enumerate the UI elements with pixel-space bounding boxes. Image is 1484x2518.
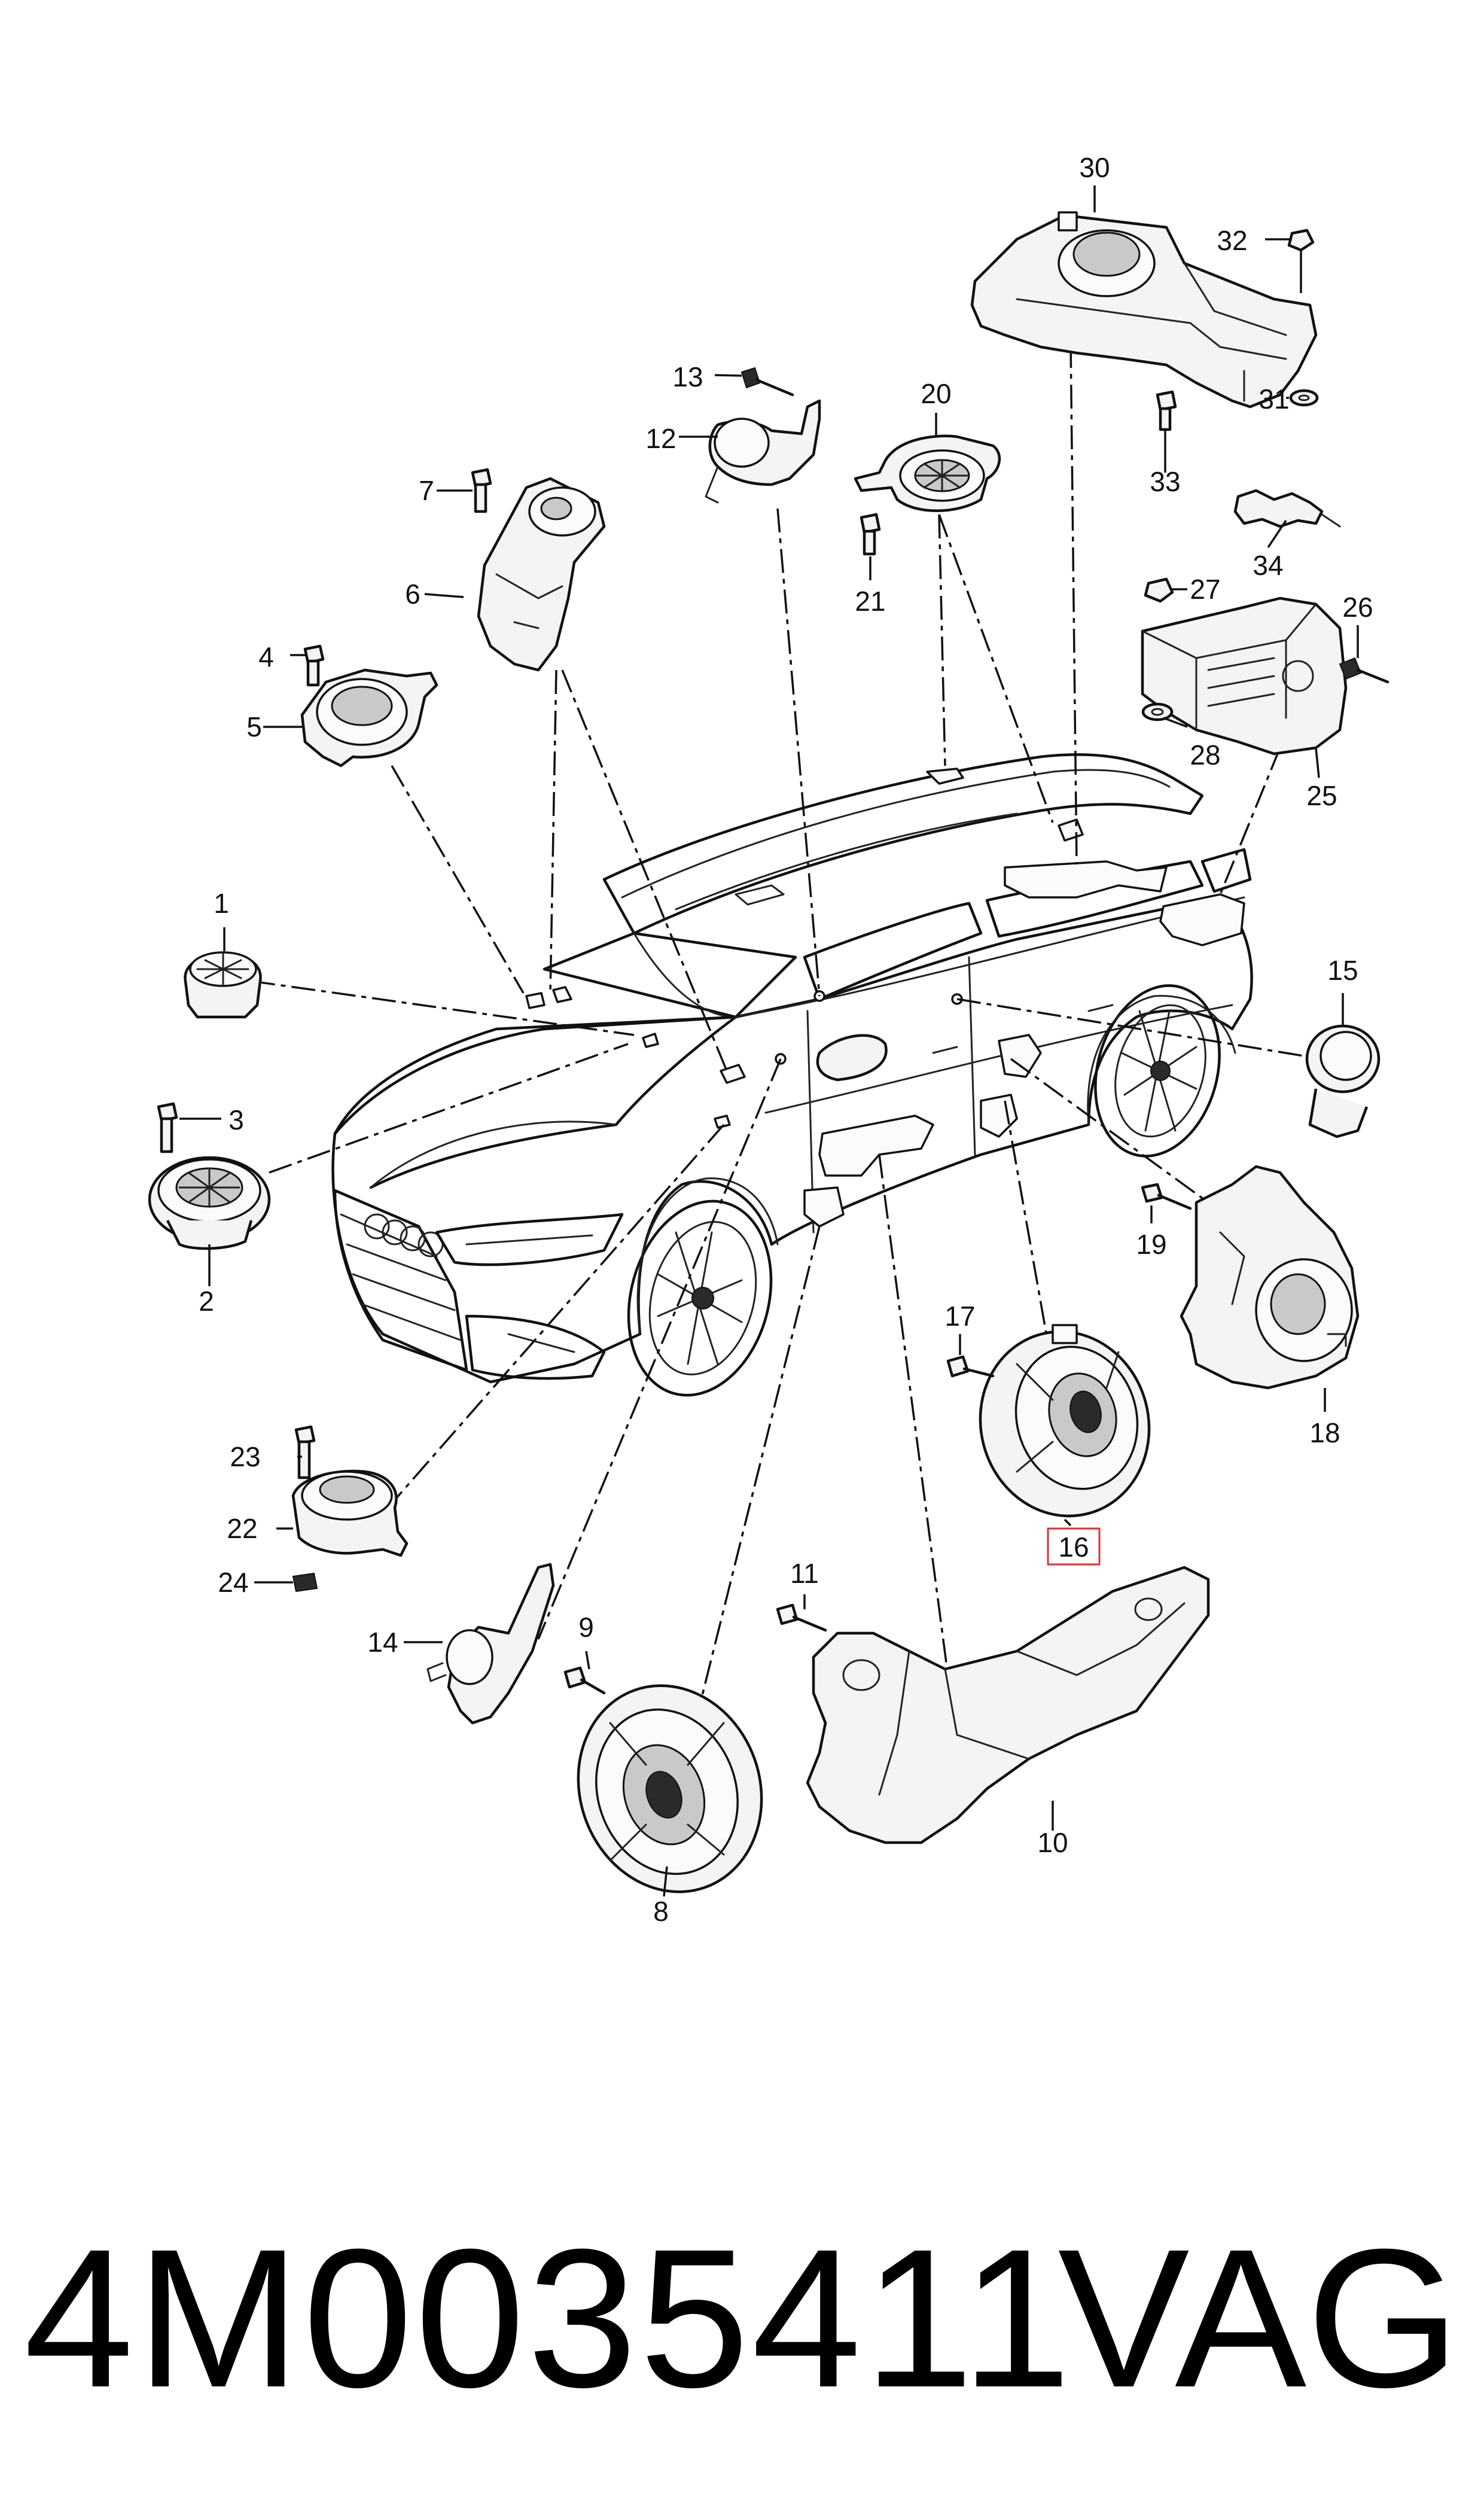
part-2-speaker [148,1156,271,1250]
callout-28: 28 [1190,739,1220,771]
front-wheel [627,1199,773,1397]
callout-17: 17 [944,1301,975,1332]
rear-wheel [1094,984,1221,1158]
callout-14: 14 [367,1627,398,1658]
callout-31: 31 [1258,383,1289,415]
callout-18: 18 [1309,1417,1340,1448]
part-6-speaker-housing [477,477,606,672]
callout-32: 32 [1217,225,1247,256]
brand-label: VAG [1058,2208,1460,2428]
part-3-bolt [157,1102,178,1153]
part-18-door-speaker-housing [1180,1165,1360,1390]
callout-1: 1 [214,888,229,919]
part-33-bolt [1156,390,1177,431]
part-9-bolt [563,1666,606,1695]
part-7-bolt [471,468,492,513]
part-10-door-speaker-housing [806,1566,1210,1844]
callout-34: 34 [1253,550,1283,581]
callout-20: 20 [921,378,951,409]
callout-leaders [179,185,1359,1897]
part-34-clip-strip [1233,489,1341,528]
part-27-nut [1144,577,1174,603]
part-17-bolt [946,1355,995,1378]
part-12-tweeter [705,399,821,504]
part-16-door-woofer [979,1324,1151,1518]
callout-6: 6 [405,578,420,610]
part-21-bolt [860,513,881,556]
callout-12: 12 [645,423,676,454]
callout-labels: 1 2 3 4 5 6 7 8 9 10 11 12 13 14 15 16 1… [199,152,1373,1927]
callout-8: 8 [653,1896,669,1927]
callout-2: 2 [199,1286,214,1317]
callout-7: 7 [419,475,434,506]
part-26-screw [1339,657,1389,684]
leader-lines [251,343,1323,1706]
callout-26: 26 [1342,592,1373,623]
callout-3: 3 [228,1104,244,1135]
part-20-center-speaker [854,434,1001,512]
part-15-tweeter [1305,1024,1381,1138]
callout-24: 24 [218,1567,248,1598]
part-1-tweeter [184,951,262,1019]
callout-33: 33 [1150,466,1180,497]
callout-25: 25 [1306,780,1337,811]
callout-10: 10 [1037,1827,1068,1858]
callout-16: 16 [1058,1531,1089,1563]
part-number: 4M0035411 [24,2208,1074,2428]
callout-27: 27 [1190,574,1220,605]
part-5-speaker [300,668,438,768]
part-32-nut [1287,229,1315,293]
part-30-subwoofer-enclosure [970,211,1318,409]
callout-19: 19 [1136,1229,1166,1260]
callout-22: 22 [227,1513,257,1544]
part-25-amplifier [1141,596,1348,756]
part-24-clip [292,1572,318,1593]
highlight-box-16 [1047,1527,1101,1566]
part-13-screw [741,367,794,397]
callout-13: 13 [672,361,703,392]
part-23-bolt [294,1425,316,1479]
part-22-center-tweeter [291,1469,409,1557]
callout-15: 15 [1327,955,1358,986]
callout-11: 11 [790,1558,819,1589]
callout-21: 21 [855,586,885,617]
car-body [331,753,1253,1397]
callout-4: 4 [258,641,274,672]
part-28-washer [1141,702,1174,721]
callout-9: 9 [578,1612,594,1643]
callout-23: 23 [230,1441,260,1472]
part-4-bolt [303,644,325,687]
part-14-bracket-speaker [426,1563,555,1725]
part-31-washer [1289,389,1319,407]
part-19-bolt [1141,1183,1192,1210]
part-11-bolt [776,1603,827,1632]
part-8-door-woofer [577,1684,763,1893]
callout-5: 5 [246,711,262,742]
callout-30: 30 [1079,152,1110,183]
